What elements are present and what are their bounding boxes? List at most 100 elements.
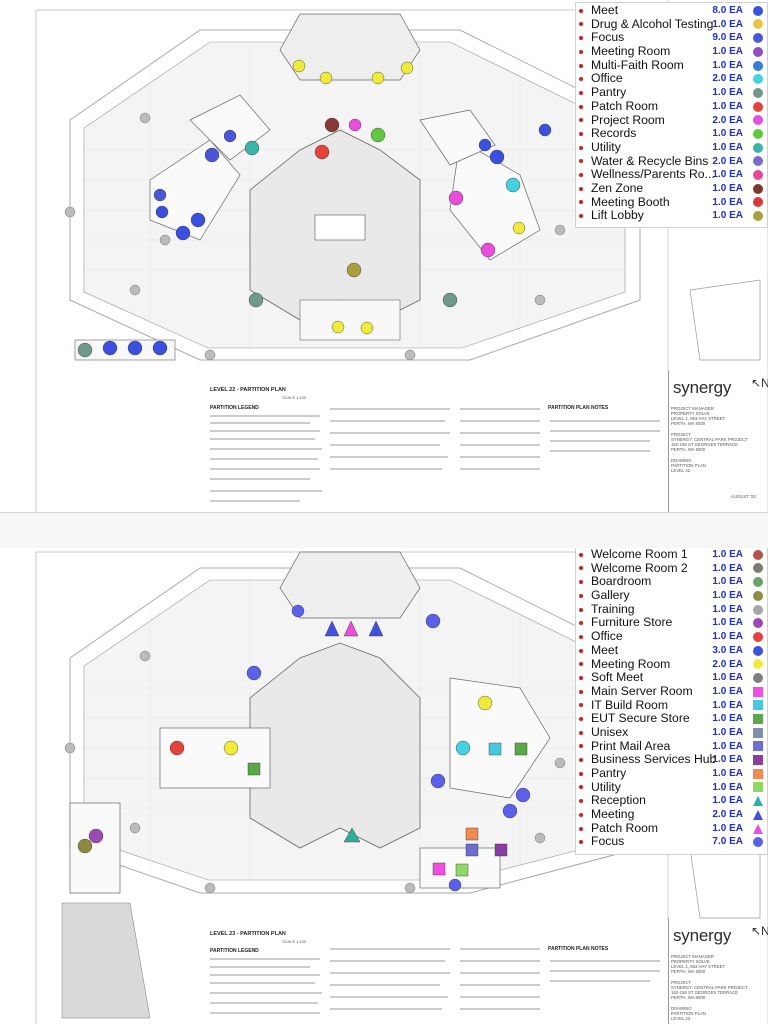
legend-item-label: Patch Room <box>591 820 659 835</box>
title-block: synergy ↖N PROJECT MANAGER PROPERTY SOLV… <box>668 918 768 1024</box>
square-marker-icon <box>753 727 763 738</box>
title-line: LEVEL 1, 863 HAY STREET <box>671 416 726 421</box>
legend-item-label: Water & Recycle Bins <box>591 153 709 168</box>
legend-item-label: Meet <box>591 642 619 657</box>
legend-item-count: 1.0 EA <box>712 18 743 30</box>
square-marker-icon <box>753 741 763 752</box>
legend-item-label: Reception <box>591 793 646 808</box>
title-line: PERTH, WA 6000 <box>671 421 706 426</box>
legend-item-count: 1.0 EA <box>712 713 743 725</box>
legend-item-count: 1.0 EA <box>712 141 743 153</box>
legend-item-count: 1.0 EA <box>712 603 743 615</box>
title-line: LEVEL 23 <box>671 1016 691 1021</box>
legend-item-label: Patch Room <box>591 98 659 113</box>
legend-item-label: Business Services Hub <box>591 752 717 767</box>
legend-item-count: 2.0 EA <box>712 73 743 85</box>
plan-scale: SCALE 1:100 <box>282 395 307 400</box>
bullet-icon <box>579 634 583 639</box>
legend-item-label: Lift Lobby <box>591 208 644 223</box>
legend-item-count: 1.0 EA <box>712 100 743 112</box>
bullet-icon <box>579 49 583 54</box>
plan-scale: SCALE 1:100 <box>282 939 307 944</box>
bullet-icon <box>579 621 583 626</box>
level-22-sheet: LEVEL 22 - PARTITION PLAN SCALE 1:100 PA… <box>35 0 768 512</box>
square-marker-icon <box>753 700 763 711</box>
legend-item-label: Focus <box>591 834 625 849</box>
bullet-icon <box>579 145 583 150</box>
bullet-icon <box>579 118 583 123</box>
square-marker-icon <box>753 755 763 766</box>
circle-marker-icon <box>753 5 763 16</box>
level-23-floor-plan <box>35 548 768 1024</box>
bullet-icon <box>579 730 583 735</box>
bullet-icon <box>579 703 583 708</box>
circle-marker-icon <box>753 170 763 181</box>
drawing-date: AUGUST '23 <box>731 494 756 499</box>
square-marker-icon <box>753 768 763 779</box>
legend-item-label: Soft Meet <box>591 670 644 685</box>
circle-marker-icon <box>753 183 763 194</box>
title-line: PROJECT MANAGER <box>671 406 714 411</box>
partition-legend-heading: PARTITION LEGEND <box>210 948 259 954</box>
bullet-icon <box>579 36 583 41</box>
bullet-icon <box>579 744 583 749</box>
bullet-icon <box>579 77 583 82</box>
title-line: PERTH, WA 6000 <box>671 969 706 974</box>
legend-item-label: Main Server Room <box>591 683 693 698</box>
title-line: PERTH, WA 6000 <box>671 447 706 452</box>
bullet-icon <box>579 771 583 776</box>
title-line: PROJECT <box>671 980 692 985</box>
bullet-icon <box>579 131 583 136</box>
legend-item-label: Gallery <box>591 588 630 603</box>
synergy-logo: synergy <box>673 378 732 397</box>
circle-marker-icon <box>753 577 763 588</box>
bullet-icon <box>579 186 583 191</box>
bullet-icon <box>579 662 583 667</box>
circle-marker-icon <box>753 659 763 670</box>
level-23-sheet: LEVEL 23 - PARTITION PLAN SCALE 1:100 PA… <box>0 548 768 1024</box>
circle-marker-icon <box>753 19 763 30</box>
legend-item-count: 1.0 EA <box>712 685 743 697</box>
legend-item-label: Meet <box>591 3 619 17</box>
circle-marker-icon <box>753 33 763 44</box>
legend-item-label: Meeting <box>591 807 635 822</box>
title-line: PARTITION PLAN <box>671 463 706 468</box>
legend-item-label: EUT Secure Store <box>591 711 690 726</box>
legend-item-count: 1.0 EA <box>712 169 743 181</box>
title-line: PROPERTY SOLVE <box>671 411 710 416</box>
legend-item-count: 2.0 EA <box>712 155 743 167</box>
triangle-marker-icon <box>753 809 763 820</box>
title-line: SYNERGY: CENTRAL PARK PROJECT <box>671 985 748 990</box>
legend-item-label: Meeting Booth <box>591 194 670 209</box>
square-marker-icon <box>753 782 763 793</box>
legend-item-label: Unisex <box>591 724 629 739</box>
circle-marker-icon <box>753 211 763 222</box>
title-block: synergy ↖N PROJECT MANAGER PROPERTY SOLV… <box>668 370 768 512</box>
circle-marker-icon <box>753 142 763 153</box>
title-line: PROJECT MANAGER <box>671 954 714 959</box>
partition-notes-heading: PARTITION PLAN NOTES <box>548 405 609 411</box>
circle-marker-icon <box>753 101 763 112</box>
title-line: LEVEL 22 <box>671 468 691 473</box>
legend-item-count: 1.0 EA <box>712 590 743 602</box>
legend-item-count: 1.0 EA <box>712 182 743 194</box>
legend-item-count: 1.0 EA <box>712 631 743 643</box>
bullet-icon <box>579 758 583 763</box>
legend-item-count: 1.0 EA <box>712 699 743 711</box>
circle-marker-icon <box>753 549 763 560</box>
title-line: DRAWING <box>671 458 692 463</box>
legend-item-count: 7.0 EA <box>712 836 743 848</box>
legend-item-count: 1.0 EA <box>712 87 743 99</box>
bullet-icon <box>579 607 583 612</box>
legend-item-label: Pantry <box>591 766 627 780</box>
